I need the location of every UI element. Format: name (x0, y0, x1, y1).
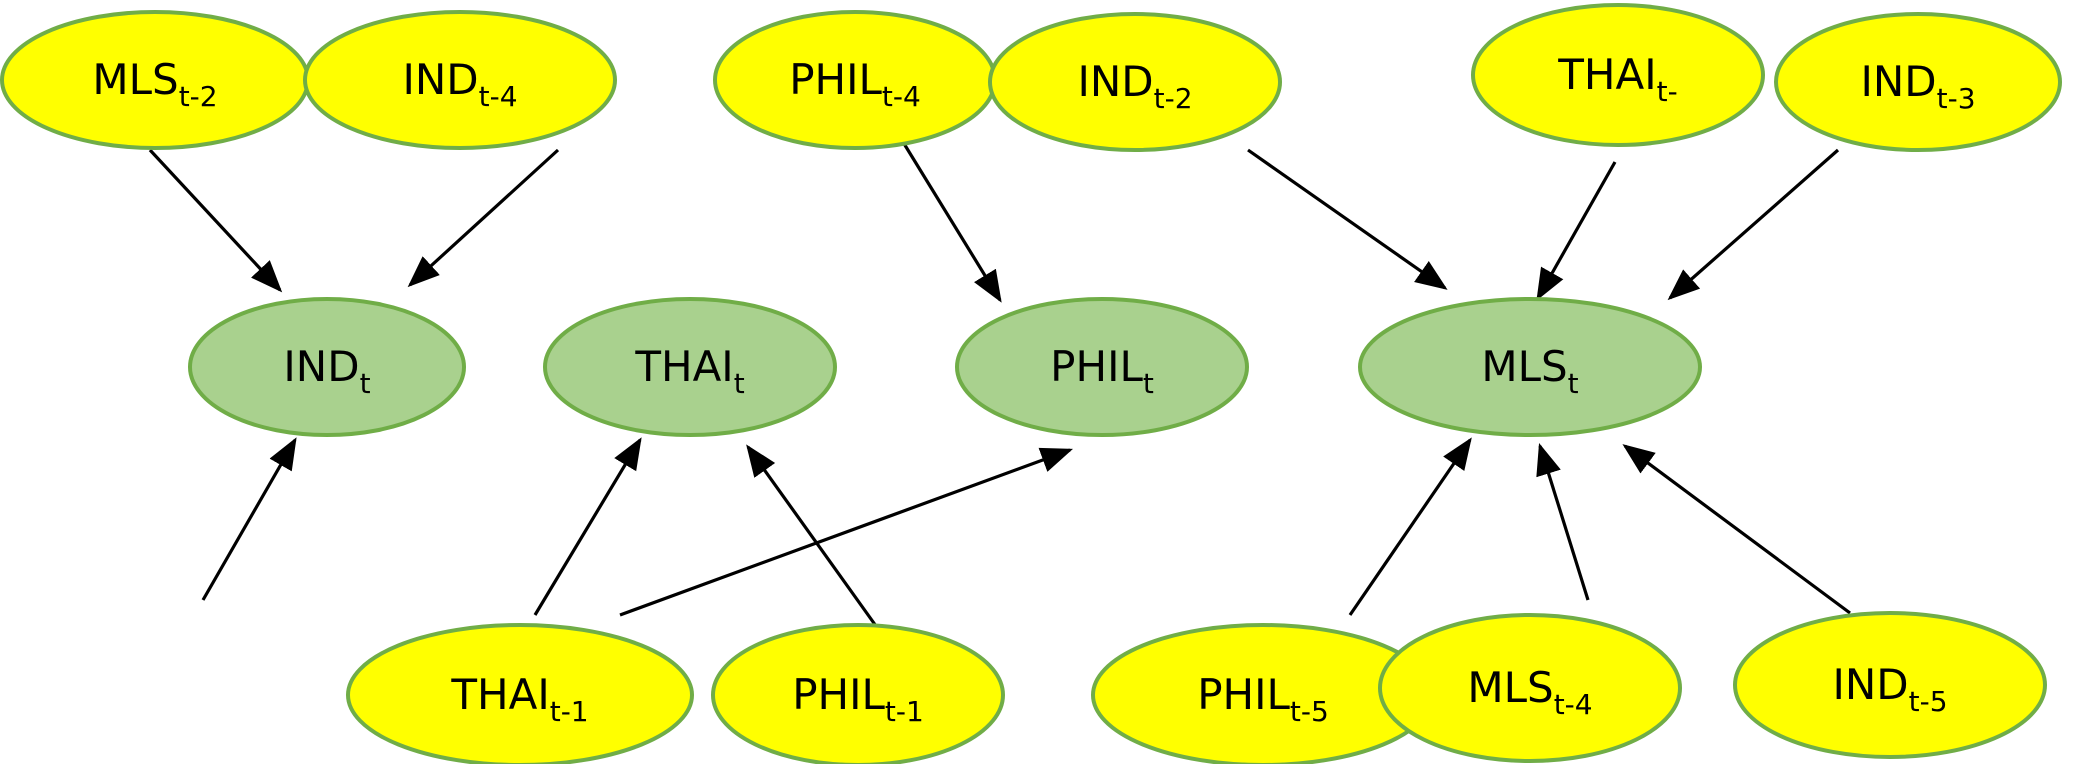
node-label-subscript: t-4 (1554, 688, 1593, 721)
node-label-subscript: t (734, 367, 745, 400)
node-thai_t1: THAIt-1 (346, 623, 694, 764)
node-label-base: MLS (1481, 342, 1567, 391)
node-label: THAIt-1 (450, 670, 588, 728)
node-ellipse (1378, 613, 1682, 763)
node-label-subscript: t-1 (885, 695, 924, 728)
node-ellipse (711, 623, 1005, 764)
node-label: MLSt-4 (1467, 663, 1592, 721)
node-label-base: IND (1860, 57, 1936, 106)
node-label-subscript: t (360, 367, 371, 400)
node-label-subscript: t-2 (1154, 82, 1193, 115)
node-ellipse (1774, 12, 2062, 152)
node-label: INDt-4 (402, 55, 517, 113)
node-phil_t1: PHILt-1 (711, 623, 1005, 764)
node-label: INDt-5 (1832, 660, 1947, 718)
edge-mls_t2-to-ind_t (148, 148, 283, 293)
node-mls_t: MLSt (1358, 297, 1702, 437)
node-label-base: MLS (1467, 663, 1553, 712)
node-label-base: THAI (634, 342, 733, 391)
node-phil_t4: PHILt-4 (713, 10, 997, 150)
node-label-base: PHIL (1050, 342, 1143, 391)
node-ellipse (955, 297, 1249, 437)
edge-phil_t4-to-phil_t (901, 141, 1002, 303)
edge-ind_t3-to-mls_t (1667, 148, 1840, 301)
edge-ind_t2-to-mls_t (1247, 148, 1448, 290)
node-label: INDt-2 (1077, 57, 1192, 115)
node-mls_t4: MLSt-4 (1378, 613, 1682, 763)
node-ind_t5: INDt-5 (1733, 611, 2047, 759)
node-ellipse (1358, 297, 1702, 437)
node-label-base: THAI (1557, 50, 1656, 99)
node-mls_t2: MLSt-2 (0, 10, 310, 150)
edge-thai_t1-to-phil_t (619, 447, 1074, 617)
node-label-base: IND (283, 342, 359, 391)
node-label: PHILt-5 (1197, 670, 1329, 728)
edge-ind_t4-to-ind_t (407, 148, 560, 288)
edge-ind_t5-to-mls_t (1622, 444, 1851, 615)
node-label-base: PHIL (792, 670, 885, 719)
node-label: THAIt- (1557, 50, 1677, 108)
node-phil_t5: PHILt-5 (1091, 623, 1435, 764)
node-ellipse (303, 10, 617, 150)
node-label-base: PHIL (789, 55, 882, 104)
node-label-base: IND (1832, 660, 1908, 709)
node-label-subscript: t-2 (179, 80, 218, 113)
node-label-subscript: t-5 (1909, 685, 1948, 718)
node-label: THAIt (634, 342, 744, 400)
node-label: INDt (283, 342, 370, 400)
node-label: PHILt-4 (789, 55, 921, 113)
edge-thai_tx-to-mls_t (1536, 161, 1617, 301)
edge-phil_t1-to-thai_t (746, 444, 878, 627)
node-label-subscript: t- (1657, 75, 1678, 108)
node-ind_t: INDt (188, 297, 466, 437)
node-label-subscript: t-5 (1290, 695, 1329, 728)
edge-unlabeled-to-ind_t (201, 437, 297, 601)
edge-mls_t4-to-mls_t (1536, 442, 1590, 601)
node-label-base: PHIL (1197, 670, 1290, 719)
edge-phil_t5-to-mls_t (1348, 437, 1472, 616)
node-label: PHILt (1050, 342, 1154, 400)
node-label: MLSt (1481, 342, 1578, 400)
node-ind_t2: INDt-2 (988, 12, 1282, 152)
node-label-subscript: t (1143, 367, 1154, 400)
node-ellipse (543, 297, 837, 437)
edge-thai_t1-to-thai_t (533, 437, 642, 616)
node-label-subscript: t-4 (479, 80, 518, 113)
node-thai_tx: THAIt- (1471, 3, 1765, 147)
node-label: INDt-3 (1860, 57, 1975, 115)
node-label-base: IND (402, 55, 478, 104)
node-ellipse (1471, 3, 1765, 147)
node-ind_t3: INDt-3 (1774, 12, 2062, 152)
node-label-subscript: t-4 (882, 80, 921, 113)
node-label-subscript: t (1568, 367, 1579, 400)
node-ellipse (346, 623, 694, 764)
node-label: MLSt-2 (92, 55, 217, 113)
node-label-subscript: t-1 (550, 695, 589, 728)
node-label-subscript: t-3 (1937, 82, 1976, 115)
node-label-base: MLS (92, 55, 178, 104)
node-ind_t4: INDt-4 (303, 10, 617, 150)
node-ellipse (1733, 611, 2047, 759)
node-label: PHILt-1 (792, 670, 924, 728)
node-label-base: IND (1077, 57, 1153, 106)
node-label-base: THAI (450, 670, 549, 719)
node-thai_t: THAIt (543, 297, 837, 437)
node-ellipse (188, 297, 466, 437)
node-ellipse (988, 12, 1282, 152)
node-phil_t: PHILt (955, 297, 1249, 437)
